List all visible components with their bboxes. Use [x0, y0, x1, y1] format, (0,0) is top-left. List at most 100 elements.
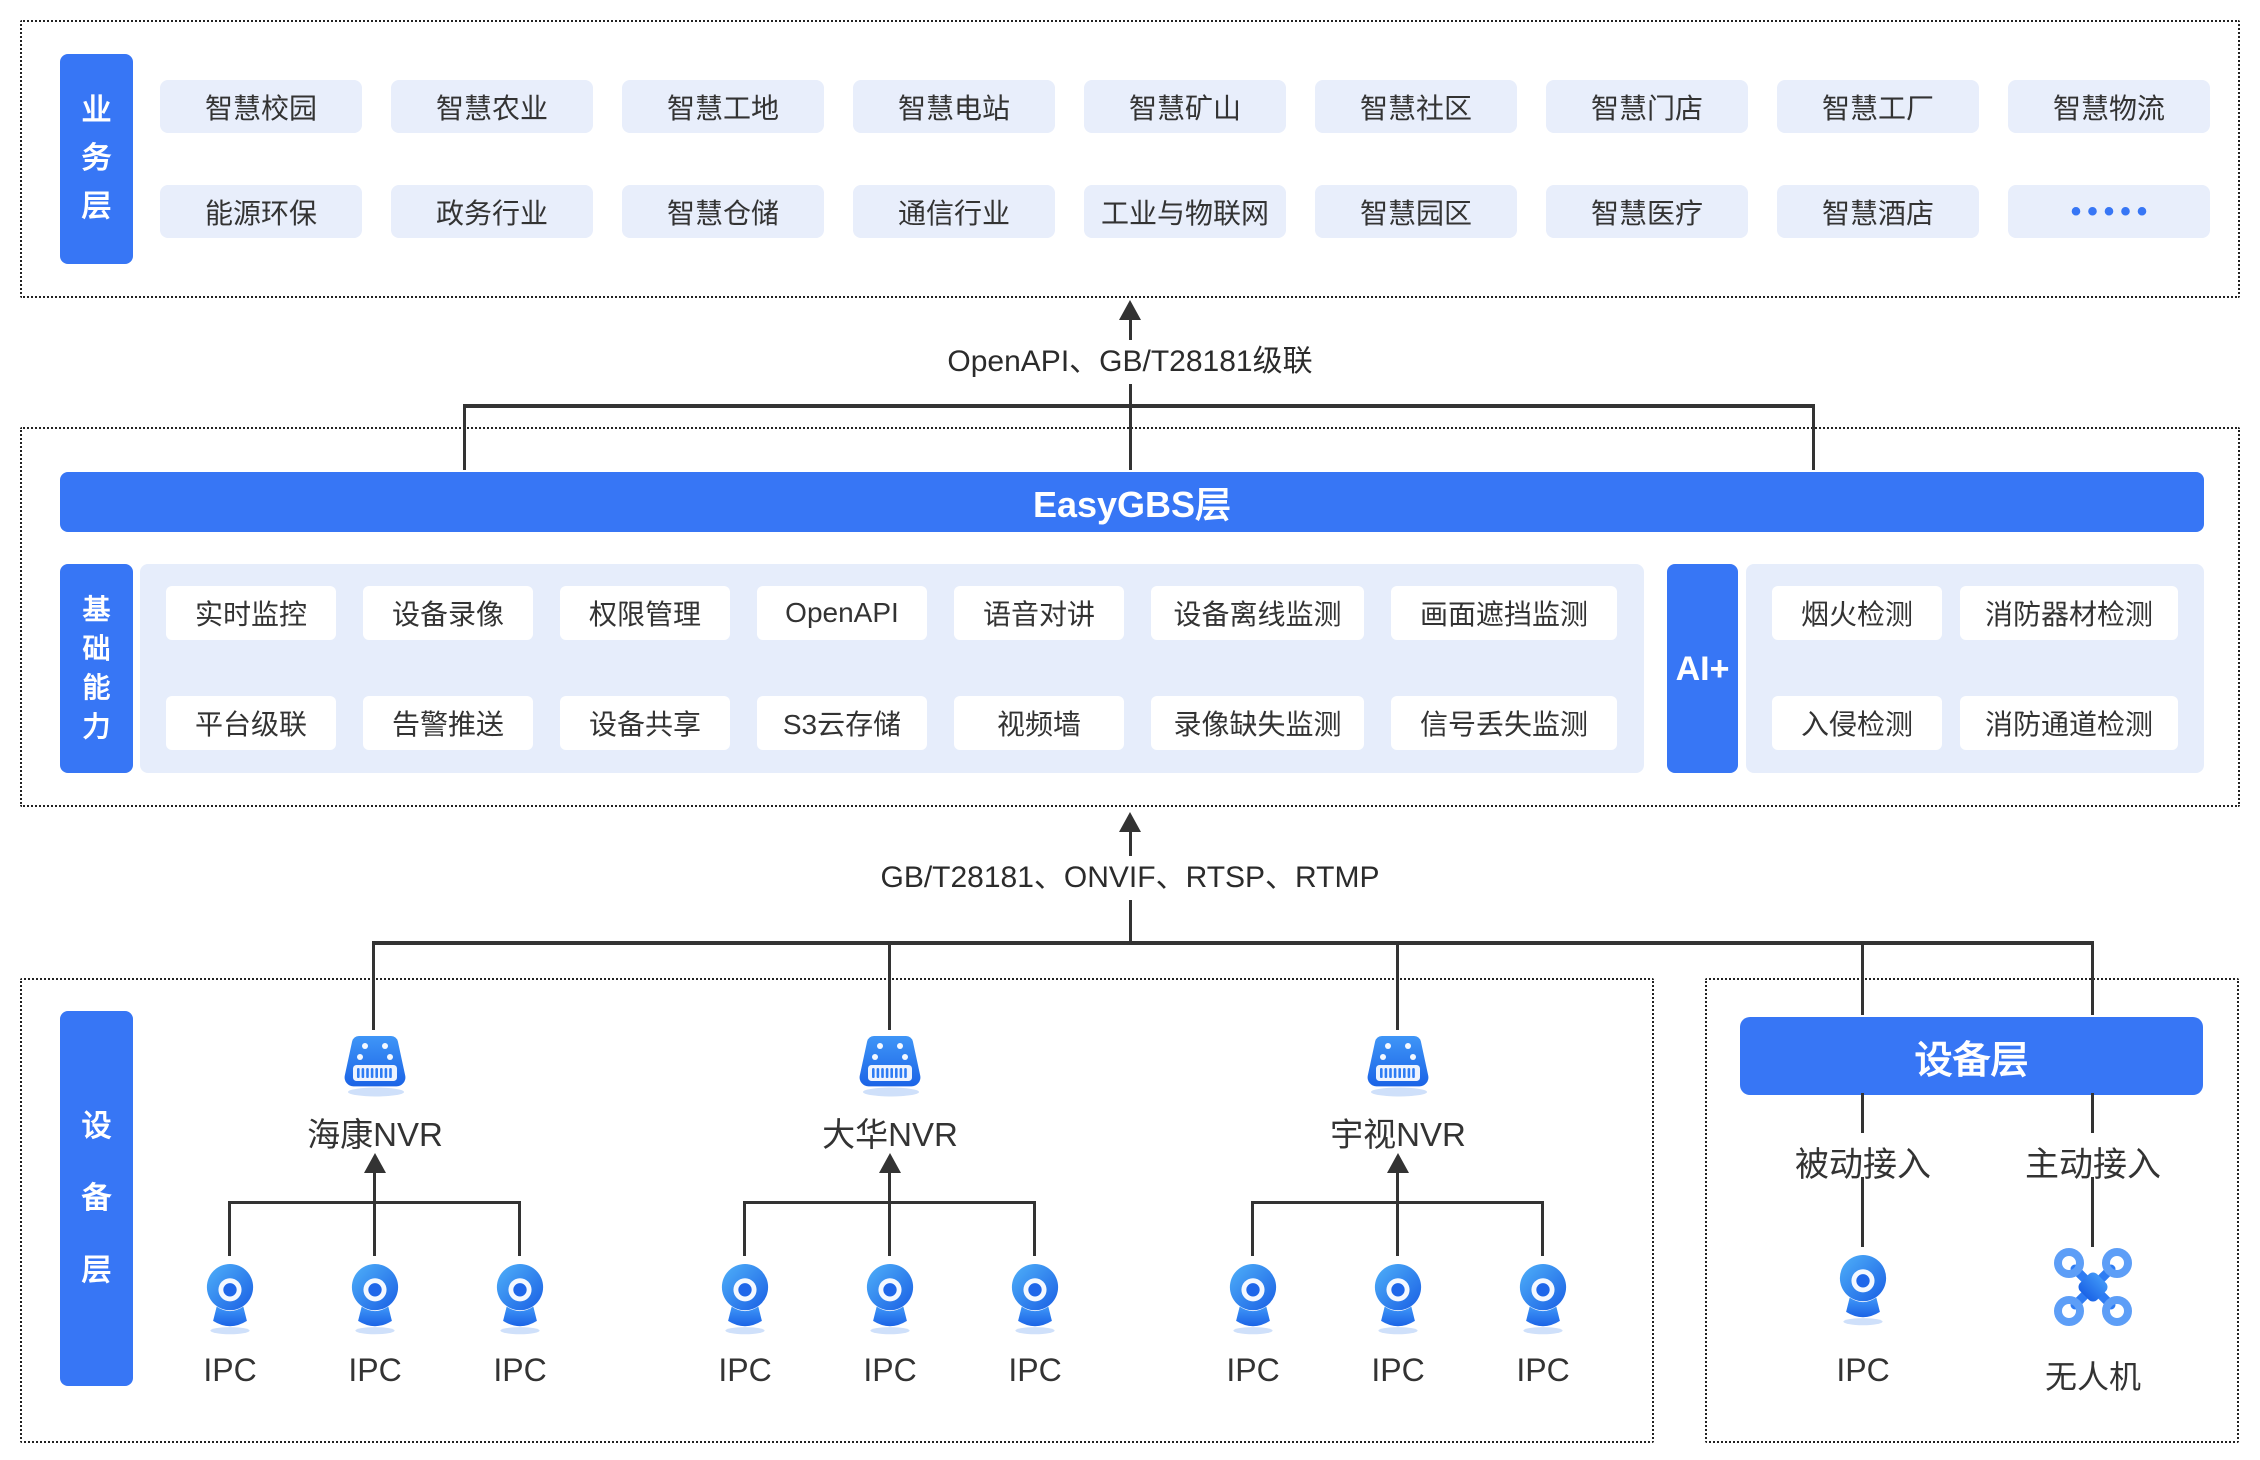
business-chip: 智慧酒店: [1777, 185, 1979, 238]
ipc-label: IPC: [1836, 1352, 1890, 1388]
connector-line: [743, 1201, 746, 1256]
ai-chip: 消防通道检测: [1960, 696, 2178, 750]
capability-row-1: 实时监控 设备录像 权限管理 OpenAPI 语音对讲 设备离线监测 画面遮挡监…: [166, 586, 1618, 640]
passive-access-label: 被动接入: [1795, 1146, 1931, 1184]
label-char: 务: [81, 142, 112, 175]
easygbs-banner-text: EasyGBS层: [1032, 484, 1232, 525]
connector-line: [372, 941, 375, 1030]
ipc-label: IPC: [863, 1352, 917, 1388]
connector-line: [1861, 941, 1864, 1015]
capability-chip: 告警推送: [363, 696, 533, 750]
connector-line: [1396, 1171, 1399, 1256]
connector-line: [1541, 1201, 1544, 1256]
business-chip: 智慧矿山: [1084, 80, 1286, 133]
connector-line: [228, 1201, 231, 1256]
arrow-up-icon: [364, 1153, 386, 1173]
arrow-up-icon: [1387, 1153, 1409, 1173]
device-layer-label: 设 备 层: [60, 1011, 133, 1386]
ai-plus-text: AI+: [1675, 649, 1730, 688]
drone-label: 无人机: [2044, 1359, 2141, 1395]
capability-chip: 实时监控: [166, 586, 336, 640]
ipc-camera-icon: [488, 1256, 552, 1336]
connector-line: [1396, 941, 1399, 1030]
connector-bracket: [1253, 1201, 1543, 1204]
connector-bracket: [464, 404, 1813, 408]
capability-chip: 设备离线监测: [1151, 586, 1364, 640]
arrow-up-icon: [879, 1153, 901, 1173]
connector-bracket: [230, 1201, 520, 1204]
capability-chip: 信号丢失监测: [1391, 696, 1617, 750]
ai-row-1: 烟火检测 消防器材检测: [1772, 586, 2178, 640]
ipc-camera-icon: [343, 1256, 407, 1336]
ipc-camera-icon: [1511, 1256, 1575, 1336]
easygbs-banner: EasyGBS层: [60, 472, 2204, 532]
label-char: 业: [81, 94, 112, 127]
capability-chip: 视频墙: [954, 696, 1124, 750]
nvr-icon: [333, 1030, 417, 1098]
capability-chip: S3云存储: [757, 696, 927, 750]
ipc-label: IPC: [348, 1352, 402, 1388]
basic-capability-label: 基 础 能 力: [60, 564, 133, 773]
connector-top-label: OpenAPI、GB/T28181级联: [700, 340, 1560, 384]
business-layer-label: 业 务 层: [60, 54, 133, 264]
business-chip-row-1: 智慧校园 智慧农业 智慧工地 智慧电站 智慧矿山 智慧社区 智慧门店 智慧工厂 …: [160, 80, 2210, 133]
business-chip: 智慧校园: [160, 80, 362, 133]
ipc-label: IPC: [718, 1352, 772, 1388]
business-layer-panel: 业 务 层 智慧校园 智慧农业 智慧工地 智慧电站 智慧矿山 智慧社区 智慧门店…: [20, 20, 2240, 298]
device-layer-panel-right: 设备层: [1705, 978, 2239, 1443]
connector-line: [1861, 1093, 1864, 1133]
ipc-label: IPC: [1008, 1352, 1062, 1388]
ipc-label: IPC: [1371, 1352, 1425, 1388]
connector-line: [2091, 941, 2094, 1015]
nvr-label: 海康NVR: [307, 1116, 443, 1153]
device-layer-panel-left: 设 备 层: [20, 978, 1654, 1443]
ai-chip: 入侵检测: [1772, 696, 1942, 750]
more-dots-chip: •••••: [2008, 185, 2210, 238]
business-chip: 智慧门店: [1546, 80, 1748, 133]
ipc-label: IPC: [493, 1352, 547, 1388]
ipc-camera-icon: [713, 1256, 777, 1336]
device-layer-banner-text: 设备层: [1914, 1039, 2029, 1082]
device-layer-banner: 设备层: [1740, 1017, 2203, 1095]
ai-plus-label: AI+: [1667, 564, 1738, 773]
label-char: 能: [82, 672, 111, 703]
connector-bottom-label: GB/T28181、ONVIF、RTSP、RTMP: [630, 856, 1630, 900]
ipc-camera-icon: [198, 1256, 262, 1336]
ipc-label: IPC: [1516, 1352, 1570, 1388]
business-chip: 工业与物联网: [1084, 185, 1286, 238]
ipc-camera-icon: [1831, 1247, 1895, 1327]
capability-chip: 画面遮挡监测: [1391, 586, 1617, 640]
label-char: 础: [82, 633, 111, 664]
business-chip: 智慧工厂: [1777, 80, 1979, 133]
label-char: 层: [81, 1253, 112, 1287]
label-char: 设: [81, 1109, 112, 1143]
connector-line: [518, 1201, 521, 1256]
ipc-label: IPC: [1226, 1352, 1280, 1388]
ai-chip: 烟火检测: [1772, 586, 1942, 640]
capability-row-2: 平台级联 告警推送 设备共享 S3云存储 视频墙 录像缺失监测 信号丢失监测: [166, 696, 1618, 750]
connector-line: [1251, 1201, 1254, 1256]
ipc-camera-icon: [858, 1256, 922, 1336]
connector-line: [1812, 404, 1815, 470]
ipc-label: IPC: [203, 1352, 257, 1388]
connector-line: [888, 1171, 891, 1256]
business-chip: 智慧农业: [391, 80, 593, 133]
connector-line: [1033, 1201, 1036, 1256]
business-chip-row-2: 能源环保 政务行业 智慧仓储 通信行业 工业与物联网 智慧园区 智慧医疗 智慧酒…: [160, 185, 2210, 238]
nvr-label: 大华NVR: [822, 1116, 958, 1153]
nvr-label: 宇视NVR: [1330, 1116, 1466, 1153]
business-chip: 智慧仓储: [622, 185, 824, 238]
basic-capability-panel: 实时监控 设备录像 权限管理 OpenAPI 语音对讲 设备离线监测 画面遮挡监…: [140, 564, 1644, 773]
active-access-label: 主动接入: [2025, 1146, 2161, 1184]
connector-line: [1129, 318, 1132, 470]
business-chip: 智慧物流: [2008, 80, 2210, 133]
capability-chip: 设备共享: [560, 696, 730, 750]
business-chip: 智慧工地: [622, 80, 824, 133]
nvr-icon: [1356, 1030, 1440, 1098]
business-chip: 通信行业: [853, 185, 1055, 238]
label-char: 备: [81, 1181, 112, 1215]
easygbs-layer-panel: EasyGBS层 基 础 能 力 实时监控 设备录像 权限管理 OpenAPI …: [20, 427, 2240, 807]
business-chip: 智慧园区: [1315, 185, 1517, 238]
connector-line: [463, 404, 466, 470]
label-char: 力: [82, 711, 111, 742]
